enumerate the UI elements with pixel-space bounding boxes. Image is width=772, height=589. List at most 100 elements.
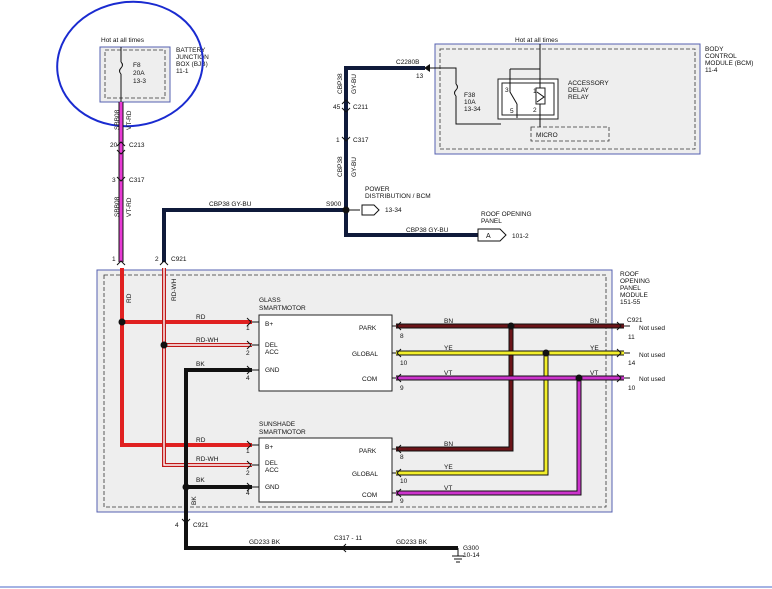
label-ye-sunshade: YE — [444, 464, 453, 471]
power-dist-ref: 13-34 — [385, 207, 402, 214]
bcm-fuse-ref: 13-34 — [464, 106, 481, 113]
label-sbb08-mid: SBB08 — [114, 196, 121, 217]
bjb-title-4: 11-1 — [176, 68, 189, 75]
label-gybu-top: GY-BU — [351, 74, 358, 94]
relay-switch — [509, 69, 518, 105]
splice-ye — [542, 349, 550, 357]
label-c213: C213 — [129, 142, 145, 149]
relay-coil-glyph — [536, 91, 545, 103]
roof-module-inner — [103, 274, 607, 508]
bjb-fuse-rating: 20A — [133, 70, 145, 77]
label-cbp38-gybu-left: CBP38 GY-BU — [209, 201, 252, 208]
label-rdwh-sunshade: RD-WH — [196, 456, 219, 463]
label-c921-pin1: 1 — [112, 256, 116, 263]
label-gybu-mid: GY-BU — [351, 157, 358, 177]
glass-pin-del: DEL — [265, 342, 278, 349]
label-c921: C921 — [171, 256, 187, 263]
label-rd-vert: RD — [126, 293, 133, 303]
label-pin10-right: 10 — [628, 385, 636, 392]
label-sunshade-pin9: 9 — [400, 498, 404, 505]
label-not-used-2: Not used — [639, 352, 665, 359]
bjb-hot-label: Hot at all times — [101, 37, 145, 44]
connector-c317 — [116, 176, 126, 182]
sunshade-pin-park: PARK — [359, 448, 377, 455]
relay-title-1: ACCESSORY — [568, 80, 609, 87]
label-cbp38-gybu-right: CBP38 GY-BU — [406, 227, 449, 234]
relay-inner — [501, 82, 555, 116]
label-ye-right: YE — [590, 345, 599, 352]
label-c317: C317 — [129, 177, 145, 184]
bcm-connector-arrow — [424, 64, 430, 72]
label-pin11: 11 — [628, 334, 635, 341]
label-c921-bottom-pin: 4 — [175, 522, 179, 529]
bjb-frame — [99, 46, 171, 103]
relay-title-2: DELAY — [568, 87, 589, 94]
roof-title-1: ROOF — [620, 271, 639, 278]
power-distribution-connector — [361, 204, 380, 216]
label-rdwh-vert: RD-WH — [171, 278, 178, 301]
label-vtrd-top: VT-RD — [126, 110, 133, 130]
bcm-title-1: BODY — [705, 46, 724, 53]
label-bk-vert: BK — [191, 496, 198, 505]
bjb-inner — [104, 49, 166, 99]
sunshade-pin-global: GLOBAL — [352, 471, 378, 478]
label-glass-pin10: 10 — [400, 360, 408, 367]
wire-rdwh-sunshade — [163, 345, 252, 466]
glass-title-2: SMARTMOTOR — [259, 305, 306, 312]
label-bk-sunshade: BK — [196, 477, 205, 484]
bcm-feed-wire — [430, 67, 457, 84]
label-gd233-right: GD233 BK — [396, 539, 428, 546]
label-c317-11: C317 - 11 — [334, 535, 362, 542]
bcm-fuse-to-relay — [455, 96, 501, 125]
sunshade-pin-bplus: B+ — [265, 444, 273, 451]
bcm-fuse-rating: 10A — [464, 99, 476, 106]
glass-pin-gnd: GND — [265, 367, 280, 374]
sunshade-title-2: SMARTMOTOR — [259, 429, 306, 436]
connector-c317b — [341, 136, 351, 142]
bjb-fuse-name: F8 — [133, 62, 141, 69]
ground-g300: G300 10-14 — [452, 545, 480, 563]
bcm-connector: C2280B — [396, 59, 420, 66]
sunshade-pin-gnd: GND — [265, 484, 280, 491]
label-bk-glass: BK — [196, 361, 205, 368]
roof-panel-ref: 101-2 — [512, 233, 529, 240]
label-cbp38-mid: CBP38 — [337, 156, 344, 177]
label-bn-glass: BN — [444, 318, 453, 325]
splice-vt — [575, 374, 583, 382]
wire-bn-sunshade — [396, 326, 513, 451]
label-vtrd-mid: VT-RD — [126, 197, 133, 217]
glass-pin-park: PARK — [359, 325, 377, 332]
label-glass-pin1: 1 — [246, 325, 250, 332]
label-glass-pin4: 4 — [246, 375, 250, 382]
label-rd-sunshade: RD — [196, 437, 206, 444]
label-vt-glass: VT — [444, 370, 452, 377]
relay-pin-3: 3 — [505, 87, 509, 94]
relay-title-3: RELAY — [568, 94, 589, 101]
label-sunshade-pin2: 2 — [246, 470, 250, 477]
label-bn-sunshade: BN — [444, 441, 453, 448]
motor-pin-stubs-left — [252, 321, 259, 488]
label-c921-right: C921 — [627, 317, 643, 324]
accessory-delay-relay — [497, 78, 559, 120]
connectors — [116, 99, 630, 553]
bjb-title-3: BOX (BJB) — [176, 61, 208, 68]
label-sunshade-pin1: 1 — [246, 448, 250, 455]
label-cbp38-top: CBP38 — [337, 73, 344, 94]
label-c921-pin2: 2 — [155, 256, 159, 263]
wire-gybu-c921 — [162, 208, 346, 262]
motor-pin-stubs-right — [392, 325, 396, 494]
label-bn-right: BN — [590, 318, 599, 325]
glass-smartmotor: GLASS SMARTMOTOR B+ DEL ACC GND PARK GLO… — [258, 297, 393, 392]
glass-pin-com: COM — [362, 376, 377, 383]
roof-title-4: MODULE — [620, 292, 648, 299]
label-sunshade-pin8: 8 — [400, 454, 404, 461]
ground-label: G300 — [463, 545, 479, 552]
bjb-title-2: JUNCTION — [176, 54, 209, 61]
wire-rd-sunshade — [120, 322, 252, 447]
label-c317b-pin: 1 — [336, 137, 340, 144]
bcm-fuse-f38 — [454, 83, 458, 97]
relay-pin-2: 2 — [533, 107, 537, 114]
body-control-module: Hot at all times BODY CONTROL MODULE (BC… — [396, 37, 753, 155]
bcm-title-2: CONTROL — [705, 53, 737, 60]
